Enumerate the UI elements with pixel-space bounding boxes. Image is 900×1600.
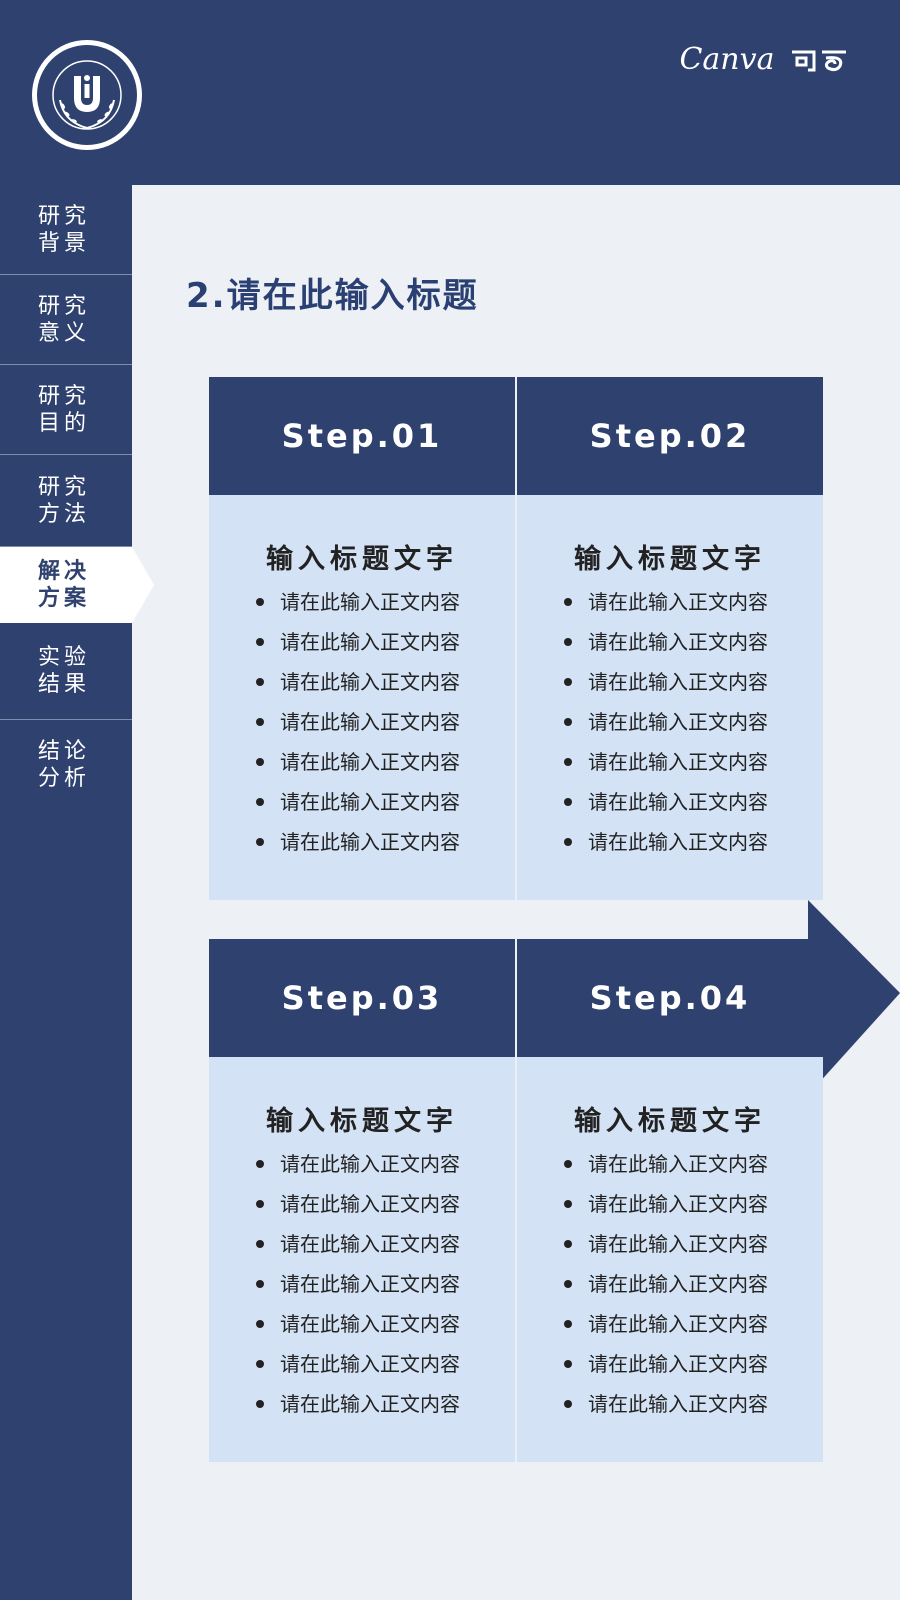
step-heading: 输入标题文字 xyxy=(574,1106,766,1137)
bullet-item: 请在此输入正文内容 xyxy=(255,1351,460,1391)
bullet-item: 请在此输入正文内容 xyxy=(563,1151,768,1191)
bullet-item: 请在此输入正文内容 xyxy=(563,629,768,669)
step-card-body: 输入标题文字 请在此输入正文内容 请在此输入正文内容 请在此输入正文内容 请在此… xyxy=(517,495,823,900)
bullet-item: 请在此输入正文内容 xyxy=(255,749,460,789)
bullet-item: 请在此输入正文内容 xyxy=(563,709,768,749)
bullet-item: 请在此输入正文内容 xyxy=(255,1391,460,1431)
bullet-item: 请在此输入正文内容 xyxy=(563,1271,768,1311)
sidebar-item-label-line2: 分析 xyxy=(38,766,91,791)
bullet-item: 请在此输入正文内容 xyxy=(255,1271,460,1311)
bullet-item: 请在此输入正文内容 xyxy=(563,789,768,829)
sidebar-item-label-line1: 研究 xyxy=(38,383,91,409)
bullet-item: 请在此输入正文内容 xyxy=(255,829,460,869)
bullet-item: 请在此输入正文内容 xyxy=(563,829,768,869)
sidebar-item-label-line1: 研究 xyxy=(38,474,91,500)
step-card-header: Step.03 xyxy=(209,939,515,1057)
sidebar-item-experiment-results[interactable]: 实验结果 xyxy=(0,623,132,720)
step-card-header: Step.02 xyxy=(517,377,823,495)
bullet-item: 请在此输入正文内容 xyxy=(255,1151,460,1191)
step-card-header: Step.01 xyxy=(209,377,515,495)
bullet-item: 请在此输入正文内容 xyxy=(255,709,460,749)
bullet-list: 请在此输入正文内容 请在此输入正文内容 请在此输入正文内容 请在此输入正文内容 … xyxy=(563,589,768,869)
brand-swirl-icon xyxy=(792,50,846,72)
sidebar-item-conclusion-analysis[interactable]: 结论分析 xyxy=(0,720,132,810)
bullet-item: 请在此输入正文内容 xyxy=(255,1311,460,1351)
step-card-body: 输入标题文字 请在此输入正文内容 请在此输入正文内容 请在此输入正文内容 请在此… xyxy=(209,1057,515,1462)
step-heading: 输入标题文字 xyxy=(266,1106,458,1137)
sidebar-item-label-line2: 意义 xyxy=(38,320,91,346)
bullet-item: 请在此输入正文内容 xyxy=(563,1391,768,1431)
sidebar-item-research-background[interactable]: 研究背景 xyxy=(0,185,132,275)
bullet-item: 请在此输入正文内容 xyxy=(255,629,460,669)
sidebar-item-label-line1: 实验 xyxy=(38,645,91,670)
step-card-body: 输入标题文字 请在此输入正文内容 请在此输入正文内容 请在此输入正文内容 请在此… xyxy=(517,1057,823,1462)
step-label: Step.02 xyxy=(589,417,751,455)
bullet-item: 请在此输入正文内容 xyxy=(255,589,460,629)
bullet-list: 请在此输入正文内容 请在此输入正文内容 请在此输入正文内容 请在此输入正文内容 … xyxy=(563,1151,768,1431)
step-label: Step.01 xyxy=(281,417,443,455)
sidebar-item-research-significance[interactable]: 研究意义 xyxy=(0,275,132,365)
sidebar-item-solution[interactable]: 解决方案 xyxy=(0,547,132,623)
bullet-item: 请在此输入正文内容 xyxy=(563,749,768,789)
bullet-item: 请在此输入正文内容 xyxy=(563,669,768,709)
header-bar: Canva xyxy=(0,0,900,185)
step-heading: 输入标题文字 xyxy=(574,544,766,575)
step-label: Step.03 xyxy=(281,979,443,1017)
bullet-item: 请在此输入正文内容 xyxy=(563,1191,768,1231)
bullet-item: 请在此输入正文内容 xyxy=(563,589,768,629)
bullet-item: 请在此输入正文内容 xyxy=(255,1231,460,1271)
bullet-list: 请在此输入正文内容 请在此输入正文内容 请在此输入正文内容 请在此输入正文内容 … xyxy=(255,589,460,869)
sidebar-item-label-line1: 解决 xyxy=(38,559,91,584)
sidebar-item-research-method[interactable]: 研究方法 xyxy=(0,455,132,547)
sidebar-item-label-line2: 结果 xyxy=(38,672,91,697)
bullet-item: 请在此输入正文内容 xyxy=(563,1311,768,1351)
page-title: 2.请在此输入标题 xyxy=(186,276,479,316)
sidebar-item-label-line1: 结论 xyxy=(38,739,91,764)
canva-brand-logo: Canva xyxy=(679,42,850,77)
brand-wordmark: Canva xyxy=(679,42,775,77)
step-card-body: 输入标题文字 请在此输入正文内容 请在此输入正文内容 请在此输入正文内容 请在此… xyxy=(209,495,515,900)
sidebar-item-label-line2: 方案 xyxy=(38,586,91,611)
bullet-item: 请在此输入正文内容 xyxy=(255,669,460,709)
bullet-item: 请在此输入正文内容 xyxy=(563,1231,768,1271)
sidebar-item-label-line1: 研究 xyxy=(38,203,91,229)
sidebar-item-research-purpose[interactable]: 研究目的 xyxy=(0,365,132,455)
sidebar-nav: 研究背景 研究意义 研究目的 研究方法 解决方案 实验结果 结论分析 xyxy=(0,185,154,1600)
step-card-header: Step.04 xyxy=(517,939,823,1057)
bullet-list: 请在此输入正文内容 请在此输入正文内容 请在此输入正文内容 请在此输入正文内容 … xyxy=(255,1151,460,1431)
sidebar-item-label-line2: 背景 xyxy=(38,230,91,256)
bullet-item: 请在此输入正文内容 xyxy=(255,789,460,829)
institute-logo xyxy=(32,40,142,150)
active-item-pointer xyxy=(132,547,154,623)
bullet-item: 请在此输入正文内容 xyxy=(255,1191,460,1231)
sidebar-item-label-line1: 研究 xyxy=(38,293,91,319)
sidebar-item-label-line2: 目的 xyxy=(38,410,91,436)
bullet-item: 请在此输入正文内容 xyxy=(563,1351,768,1391)
step-label: Step.04 xyxy=(589,979,751,1017)
sidebar-item-label-line2: 方法 xyxy=(38,501,91,527)
step-heading: 输入标题文字 xyxy=(266,544,458,575)
